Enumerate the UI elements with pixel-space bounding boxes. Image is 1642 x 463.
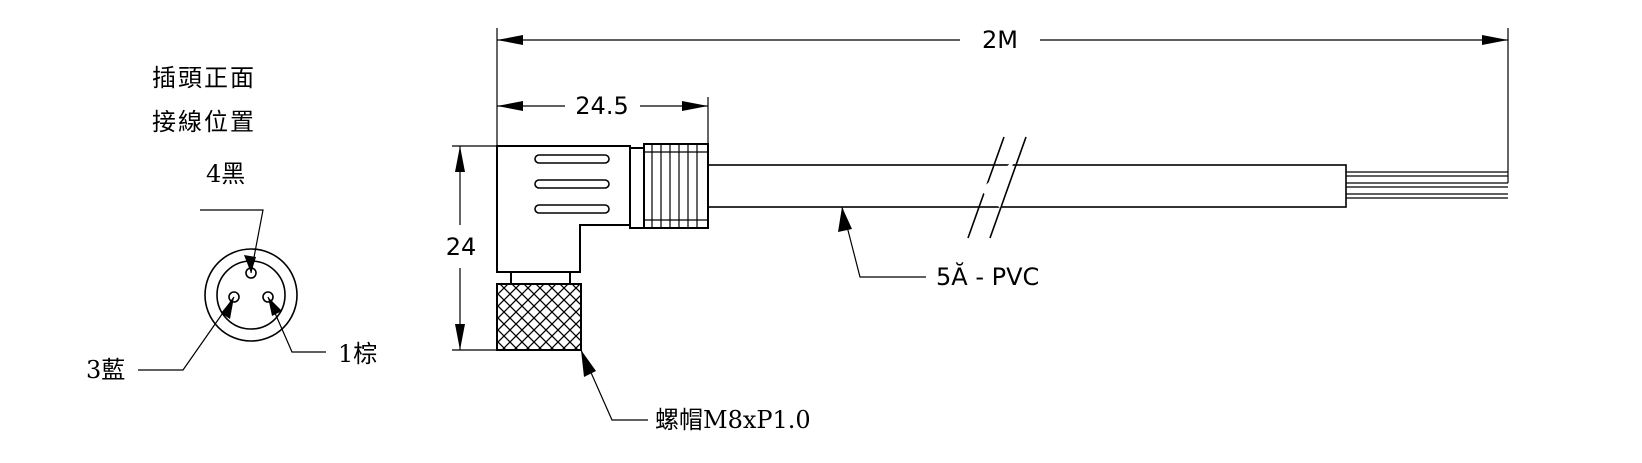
cable-spec-arrowhead — [838, 207, 852, 232]
pin3-leader-line — [138, 296, 235, 371]
height-dim-arrow-top — [455, 146, 465, 172]
pin4-leader-line — [200, 209, 264, 274]
nut-spec-arrowhead — [581, 350, 596, 377]
break-mark-2 — [989, 136, 1027, 239]
connector-head — [496, 143, 709, 351]
pin3-label: 3藍 — [86, 356, 125, 384]
nut-spec-label: 螺帽M8xP1.0 — [655, 406, 811, 434]
nut-spec-callout: 螺帽M8xP1.0 — [580, 349, 811, 434]
pin1-leader-line — [267, 296, 326, 353]
overall-length-dimension: 2M — [496, 26, 1509, 183]
cable-spec-callout: 5Ă - PVC — [838, 206, 1039, 291]
cable — [705, 136, 1508, 239]
pin-1 — [262, 291, 274, 303]
cable-jacket — [705, 164, 1347, 208]
cable-spec-leader — [841, 206, 926, 278]
nut-spec-leader — [580, 349, 648, 421]
overall-dim-arrow-left — [497, 35, 523, 45]
pin1-label: 1棕 — [338, 340, 377, 368]
grip-groove-3 — [534, 204, 610, 214]
overall-dim-arrow-right — [1482, 35, 1508, 45]
head-length-label: 24.5 — [575, 92, 628, 120]
connector-body — [496, 145, 631, 273]
head-dim-arrow-left — [497, 101, 523, 111]
pin-3 — [228, 291, 240, 303]
pin4-leader-arrowhead — [244, 255, 256, 273]
head-height-dimension: 24 — [446, 145, 497, 351]
pin-diagram-heading-line1: 插頭正面 — [152, 64, 256, 92]
connector-face-outer-ring — [204, 248, 298, 342]
head-height-label: 24 — [446, 233, 477, 261]
pin4-label: 4黑 — [206, 160, 245, 188]
wire-ends — [1346, 171, 1508, 199]
pin-diagram-heading-line2: 接線位置 — [152, 108, 256, 136]
head-dim-arrow-right — [682, 101, 708, 111]
strain-relief-boot — [629, 143, 709, 229]
height-dim-arrow-bottom — [455, 324, 465, 350]
cable-spec-label: 5Ă - PVC — [936, 261, 1039, 291]
grip-groove-1 — [534, 154, 610, 164]
pin-face-diagram: 插頭正面 接線位置 4黑 3藍 1棕 — [86, 64, 377, 384]
pin1-leader-arrowhead — [268, 297, 282, 316]
overall-length-label: 2M — [982, 26, 1018, 54]
grip-groove-2 — [534, 179, 610, 189]
head-length-dimension: 24.5 — [497, 92, 709, 148]
connector-neck — [510, 271, 571, 285]
pin3-leader-arrowhead — [221, 297, 234, 319]
knurled-nut — [496, 283, 582, 351]
